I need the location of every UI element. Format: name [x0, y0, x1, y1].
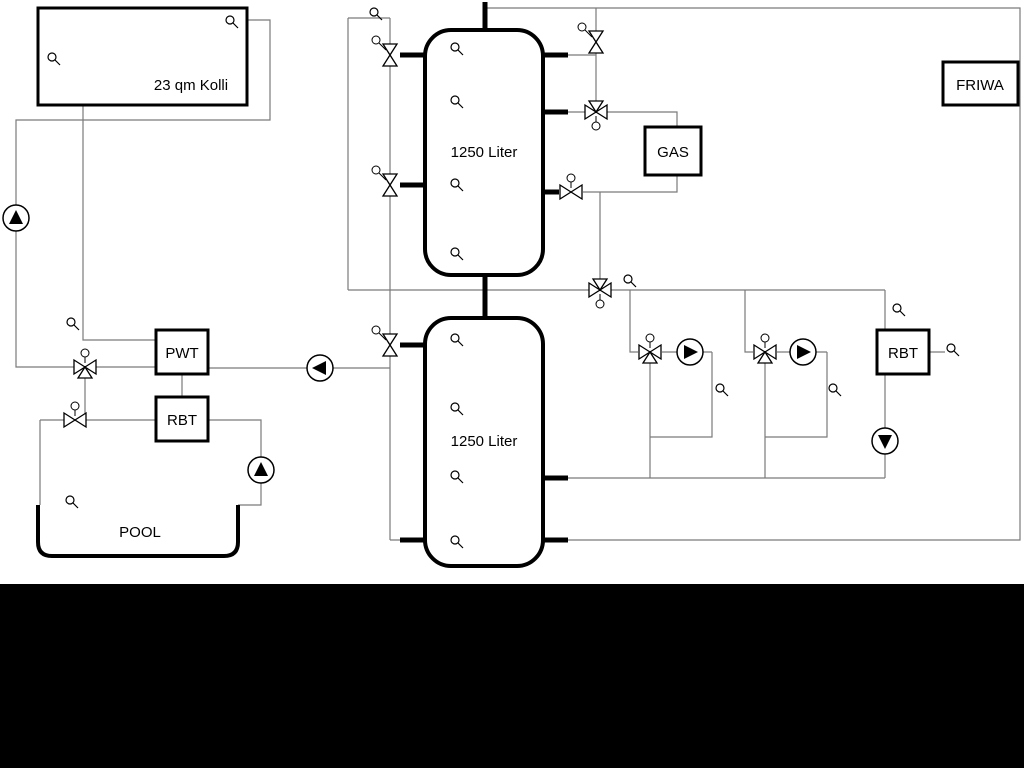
tank-upper-label: 1250 Liter	[451, 144, 518, 161]
temperature-sensor-icon	[946, 343, 960, 357]
pump-icon	[789, 338, 817, 366]
three-way-valve-icon	[588, 278, 612, 309]
pump-icon	[247, 456, 275, 484]
three-way-valve-icon	[753, 333, 777, 364]
rbt-right-label: RBT	[888, 345, 918, 362]
temperature-sensor-icon	[828, 383, 842, 397]
three-way-valve-icon	[584, 100, 608, 131]
valve-icon	[371, 165, 398, 197]
pwt-label: PWT	[165, 345, 198, 362]
footer-band	[0, 584, 1024, 768]
pump-icon	[306, 354, 334, 382]
buffer-tank-upper: 1250 Liter	[423, 28, 545, 277]
collector-label: 23 qm Kolli	[154, 77, 228, 94]
friwa-label: FRIWA	[956, 77, 1004, 94]
three-way-valve-icon	[73, 348, 97, 379]
valve-icon	[371, 35, 398, 67]
temperature-sensor-icon	[66, 317, 80, 331]
rbt-left-heat-exchanger: RBT	[154, 395, 210, 443]
solar-collector: 23 qm Kolli	[36, 6, 249, 107]
pump-icon	[2, 204, 30, 232]
pipe-network-thin	[15, 7, 1021, 541]
valve-icon	[371, 325, 398, 357]
rbt-left-label: RBT	[167, 412, 197, 429]
friwa-station: FRIWA	[941, 60, 1020, 107]
valve-icon	[577, 22, 604, 54]
three-way-valve-icon	[638, 333, 662, 364]
pump-icon	[676, 338, 704, 366]
pool-label: POOL	[119, 524, 161, 541]
rbt-right-heat-exchanger: RBT	[875, 328, 931, 376]
buffer-tank-lower: 1250 Liter	[423, 316, 545, 568]
gas-label: GAS	[657, 144, 689, 161]
pool-basin: POOL	[36, 495, 240, 558]
gas-boiler: GAS	[643, 125, 703, 177]
pump-icon	[871, 427, 899, 455]
temperature-sensor-icon	[623, 274, 637, 288]
valve-icon	[559, 173, 583, 200]
temperature-sensor-icon	[65, 495, 79, 509]
valve-icon	[63, 401, 87, 428]
temperature-sensor-icon	[715, 383, 729, 397]
pwt-heat-exchanger: PWT	[154, 328, 210, 376]
tank-lower-label: 1250 Liter	[451, 433, 518, 450]
temperature-sensor-icon	[892, 303, 906, 317]
pipe-network-thick	[400, 2, 568, 543]
